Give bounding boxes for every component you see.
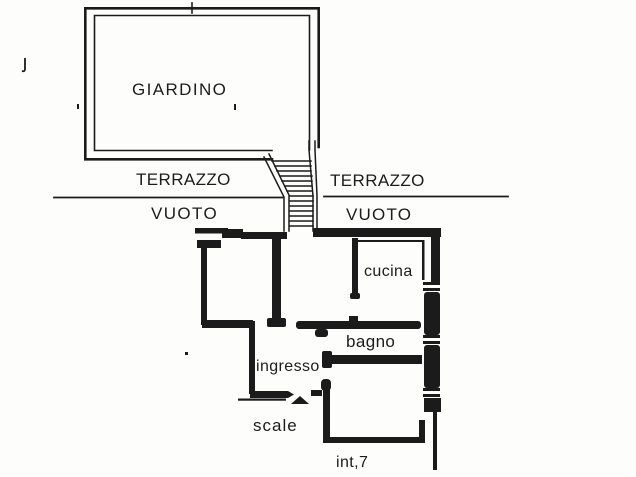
stair-right-rail-outer (314, 140, 318, 232)
left-outer-wall (201, 240, 207, 325)
label-cucina: cucina (364, 263, 413, 280)
right-wall-window-tick (423, 335, 440, 338)
label-giardino: GIARDINO (132, 80, 228, 99)
right-wall-block (424, 292, 440, 335)
right-wall-window-tick (423, 394, 440, 397)
top-wall-right (313, 228, 441, 237)
label-bagno: bagno (346, 332, 396, 351)
room-bottom-corner-stub (419, 420, 425, 443)
room-left-wall (323, 381, 330, 443)
scan-specks (21, 58, 236, 355)
bath-bottom-wall (324, 355, 422, 364)
speck (77, 104, 79, 109)
right-wall-window-tick (423, 288, 440, 291)
central-partition-foot (267, 318, 286, 327)
right-wall-window-tick (423, 282, 440, 285)
kitchen-left-wall-cap (350, 293, 360, 299)
right-wall-segment-top (431, 228, 440, 283)
label-vuoto-left: VUOTO (151, 204, 219, 223)
kitchen-inner-top-line (358, 240, 423, 242)
bath-top-wall (296, 321, 421, 329)
apartment-walls (21, 58, 441, 470)
garden-outline (84, 2, 320, 161)
right-wall-window-tick (423, 388, 440, 391)
terrace-edge-lines (53, 195, 509, 199)
speck-j-mark (21, 58, 26, 73)
top-wall-left (241, 232, 287, 239)
entrance-right-jamb (311, 390, 322, 396)
right-wall-block (424, 345, 440, 388)
speck (185, 352, 188, 355)
entrance-threshold-line (238, 398, 286, 401)
entrance-door-leaf (250, 391, 294, 398)
label-terrazzo-right: TERRAZZO (330, 171, 425, 190)
right-wall-window-tick (423, 341, 440, 344)
label-int7: int,7 (336, 454, 369, 471)
right-wall-thin-lower (433, 412, 437, 470)
room-left-wall-top-blob (321, 379, 331, 391)
bath-top-wall-bump (349, 316, 358, 323)
right-wall-block-small (424, 398, 441, 412)
stair-left-rail-inner (267, 152, 290, 232)
kitchen-left-wall (352, 238, 358, 296)
top-wall-left-thin (195, 228, 228, 234)
label-vuoto-right: VUOTO (346, 205, 413, 224)
staircase (262, 140, 318, 232)
entrance-arrow (291, 396, 309, 404)
stair-left-rail-outer (262, 155, 285, 232)
label-scale: scale (253, 416, 298, 435)
top-wall-window-block (222, 229, 243, 238)
central-partition-wall (272, 236, 281, 320)
label-terrazzo-left: TERRAZZO (136, 170, 231, 189)
room-bottom-wall (325, 437, 425, 443)
speck (234, 104, 236, 110)
bath-door-hinge-block (315, 329, 328, 337)
left-room-corner-block (197, 240, 221, 248)
stair-right-rail-inner (308, 140, 314, 232)
bath-bottom-wall-cap (322, 351, 332, 368)
label-ingresso: ingresso (256, 358, 320, 375)
hall-left-wall (249, 321, 255, 394)
left-room-bottom-wall (202, 320, 253, 328)
kitchen-inner-right-line (422, 240, 425, 280)
garden-inner-wall (93, 14, 311, 152)
garden-outer-wall (84, 7, 320, 161)
